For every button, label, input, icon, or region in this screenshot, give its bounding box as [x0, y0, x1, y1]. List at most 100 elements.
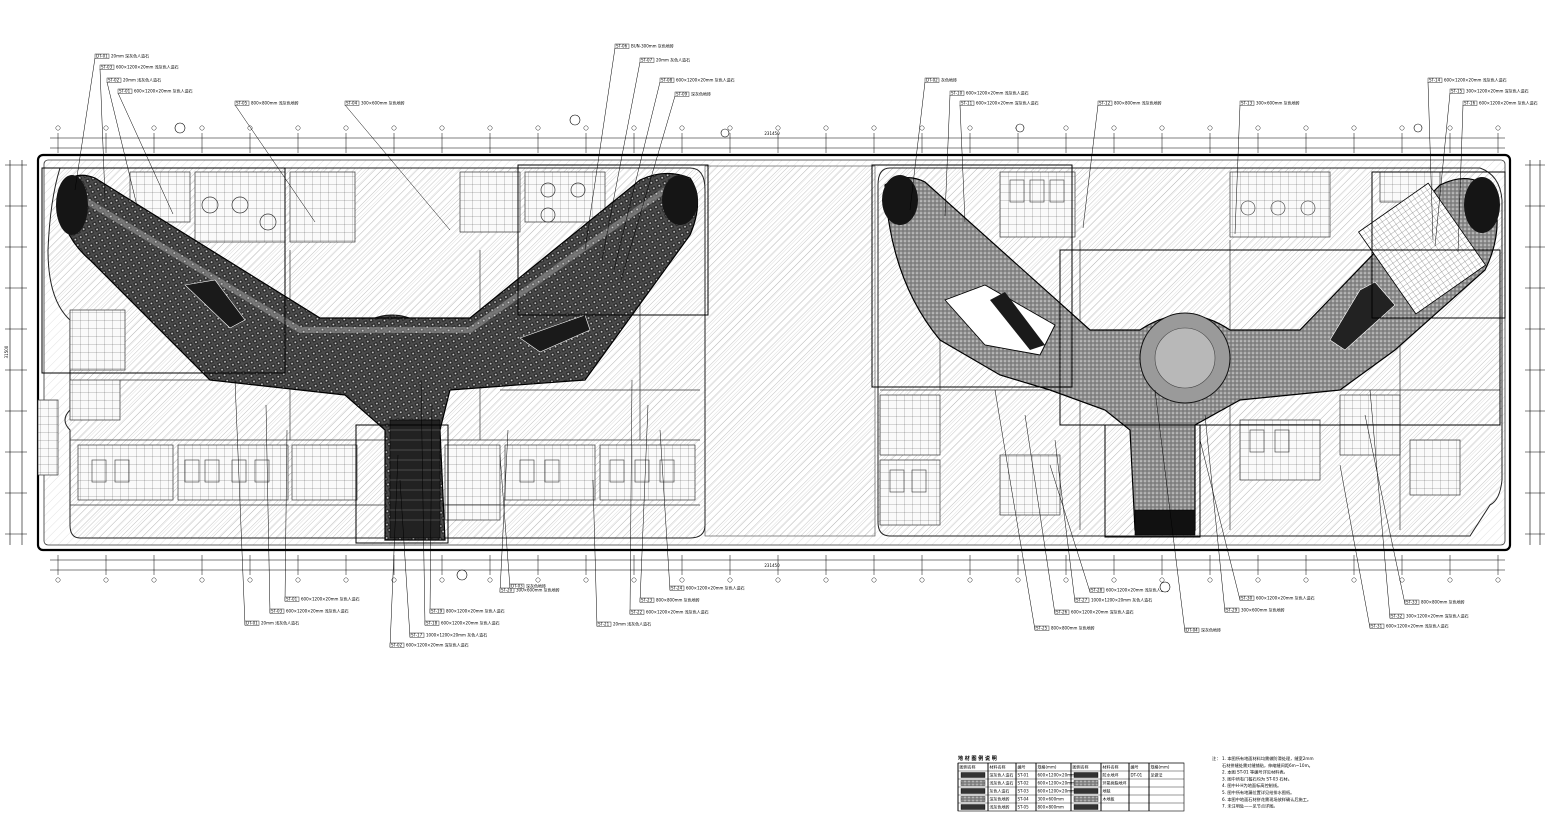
callout-text: 灰色地砖 [941, 77, 957, 83]
dim-bottom-total: 231450 [764, 563, 780, 568]
left-wing [37, 164, 709, 544]
callout-code: ST-08 [661, 77, 673, 82]
callout-text: 300×600mm 灰色地砖 [361, 100, 405, 106]
callout-text: 20mm 浅灰色人造石 [613, 621, 651, 627]
legend-cell: 规格(mm) [1038, 764, 1057, 770]
legend-swatch [960, 772, 986, 778]
legend-cell: 见做法 [1151, 772, 1163, 778]
legend-cell: 防水地坪 [1103, 772, 1119, 778]
callout-text: 600×1200×20mm 深灰色人造石 [1071, 609, 1134, 615]
callout-text: 600×1200×20mm 灰色人造石 [134, 88, 193, 94]
legend-cell: 600×1200×20mm [1038, 773, 1076, 778]
callout-text: 20mm 浅灰色人造石 [123, 77, 161, 83]
legend-cell: 800×800mm [1038, 805, 1065, 810]
legend-title: 地 材 图 例 说 明 [958, 755, 997, 762]
callout-text: 600×1200×20mm 浅灰色人造石 [1444, 77, 1507, 83]
legend-cell: 地毯 [1103, 788, 1111, 794]
callout-code: ST-22 [631, 609, 643, 614]
callout-code: DT-01 [246, 620, 258, 625]
note-line: 3. 图中所有门槛石均为 ST-03 石材。 [1222, 775, 1292, 782]
callout-text: 600×1200×20mm 浅灰色人造石 [966, 90, 1029, 96]
callout-text: 300×600mm 灰色地砖 [516, 587, 560, 593]
callout-code: ST-28 [1091, 587, 1103, 592]
legend-cell: 浅灰色地砖 [990, 804, 1010, 810]
legend-swatch [960, 780, 986, 786]
callout-code: ST-05 [236, 100, 248, 105]
legend-cell: 600×1200×20mm [1038, 781, 1076, 786]
callout-text: 300×600mm 灰色地砖 [1241, 607, 1285, 613]
callout-code: ST-07 [641, 57, 653, 62]
callout-text: 1000×1200×20mm 灰色人造石 [1091, 597, 1152, 603]
callout-code: DT-04 [1186, 627, 1198, 632]
dim-left-total: 31500 [4, 345, 9, 358]
callout-code: ST-17 [411, 632, 423, 637]
legend-cell: 规格(mm) [1151, 764, 1170, 770]
legend-cell: 木地板 [1103, 796, 1115, 802]
material-legend: 地 材 图 例 说 明 图例名称材料名称编号规格(mm)图例名称材料名称编号规格… [957, 755, 1185, 812]
grid-ticks [5, 125, 1545, 583]
callout-code: ST-21 [598, 621, 610, 626]
callout-code: ST-19 [431, 608, 443, 613]
callout-text: 600×1200×20mm 浅灰色人造石 [1386, 623, 1449, 629]
callout-text: 20mm 灰色人造石 [656, 57, 690, 63]
notes-list: 1. 本图所有地面材料均需做防滑处理，缝宽2mm 石材拼缝处需对缝铺贴，伸缩缝间… [1222, 755, 1314, 810]
callout-text: 深灰色地砖 [691, 91, 711, 97]
callout-text: 20mm 浅灰色人造石 [261, 620, 299, 626]
dimension-lines [9, 137, 1541, 571]
callout-text: 800×800mm 浅灰色地砖 [1114, 100, 1162, 106]
legend-swatch [1073, 804, 1099, 810]
callout-code: ST-27 [1076, 597, 1088, 602]
callout-code: DT-01 [96, 53, 108, 58]
callout-text: 800×800mm 浅灰色地砖 [251, 100, 299, 106]
callout-code: ST-14 [1429, 77, 1441, 82]
note-line: 7. 未注明处——见节点详图。 [1222, 803, 1278, 810]
callout-text: 800×800mm 灰色地砖 [656, 597, 700, 603]
callout-code: ST-31 [1371, 623, 1383, 628]
callout-code: DT-03 [511, 583, 523, 588]
callout-code: ST-23 [641, 597, 653, 602]
callout-text: 300×600mm 灰色地砖 [1256, 100, 1300, 106]
callout-code: ST-06 [616, 43, 628, 48]
callout-text: 800×1200×20mm 灰色人造石 [446, 608, 505, 614]
callout-code: ST-09 [676, 91, 688, 96]
callout-code: ST-10 [951, 90, 963, 95]
notes-header: 注： [1212, 755, 1220, 762]
callout-code: ST-15 [1451, 88, 1463, 93]
dim-top-total: 231450 [764, 131, 780, 136]
note-line: 5. 图中所有地漏位置详见给排水图纸。 [1222, 789, 1294, 796]
callout-code: ST-33 [1406, 599, 1418, 604]
drawing-notes: 注： 1. 本图所有地面材料均需做防滑处理，缝宽2mm 石材拼缝处需对缝铺贴，伸… [1212, 755, 1314, 810]
callout-code: ST-02 [108, 77, 120, 82]
legend-swatch [1073, 772, 1099, 778]
legend-cell: DT-01 [1131, 773, 1143, 778]
legend-swatch [960, 788, 986, 794]
callout-code: ST-25 [1036, 625, 1048, 630]
callout-text: 600×1200×20mm 浅灰色人造石 [1106, 587, 1169, 593]
legend-swatch [1073, 796, 1099, 802]
callout-text: BUN-300mm 灰色地砖 [631, 43, 674, 49]
note-line: 4. 图中H-H为地面标高控制线。 [1222, 782, 1281, 789]
callout-text: 600×1200×20mm 灰色人造石 [1256, 595, 1315, 601]
callout-code: DT-02 [926, 77, 938, 82]
callout-code: ST-24 [671, 585, 683, 590]
callout-code: ST-02 [391, 642, 403, 647]
